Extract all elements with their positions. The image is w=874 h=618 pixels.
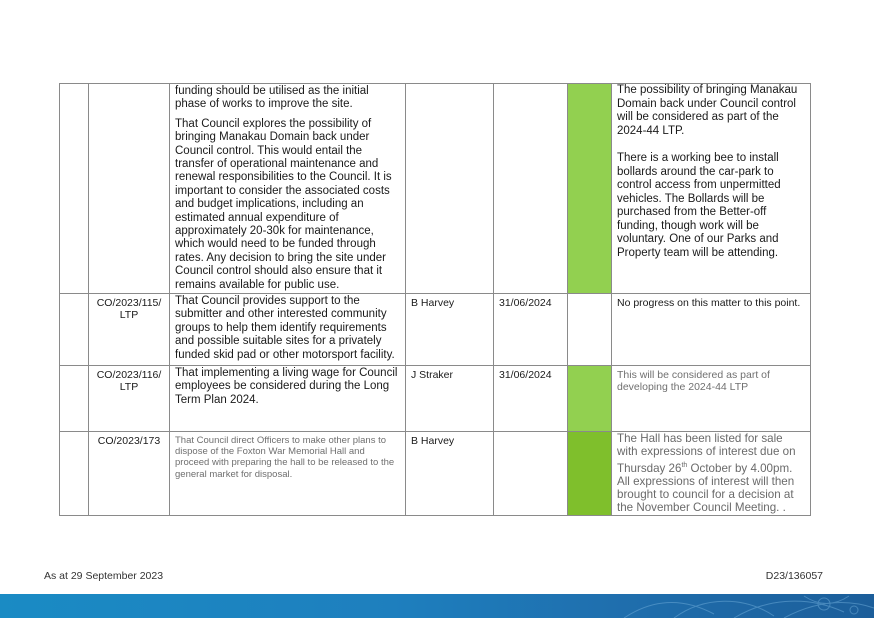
index-cell xyxy=(59,293,89,366)
index-cell xyxy=(59,431,89,516)
ref-cell: CO/2023/116/ LTP xyxy=(88,365,170,432)
table-row: CO/2023/116/ LTP That implementing a liv… xyxy=(59,365,811,432)
footer-band xyxy=(0,594,874,618)
ref-cell: CO/2023/173 xyxy=(88,431,170,516)
date-cell xyxy=(493,431,568,516)
action-text: That implementing a living wage for Coun… xyxy=(175,367,398,406)
action-cell: That implementing a living wage for Coun… xyxy=(169,365,406,432)
date-cell: 31/06/2024 xyxy=(493,293,568,366)
resolutions-table: funding should be utilised as the initia… xyxy=(59,83,811,516)
action-text: That Council provides support to the sub… xyxy=(175,295,395,361)
status-cell xyxy=(567,293,612,366)
result-text: The Hall has been listed for sale with e… xyxy=(617,432,805,515)
result-cell: The possibility of bringing Manakau Doma… xyxy=(611,83,811,294)
action-cell: funding should be utilised as the initia… xyxy=(169,83,406,294)
pattern-decoration xyxy=(623,595,874,618)
result-text-b: October by 4.00pm. All expressions of in… xyxy=(617,461,795,515)
owner-cell: J Straker xyxy=(405,365,494,432)
status-cell xyxy=(567,365,612,432)
action-text: That Council explores the possibility of… xyxy=(175,117,392,291)
table-row: CO/2023/115/ LTP That Council provides s… xyxy=(59,293,811,366)
owner-cell: B Harvey xyxy=(405,293,494,366)
date-cell: 31/06/2024 xyxy=(493,365,568,432)
index-cell xyxy=(59,365,89,432)
action-text: That Council direct Officers to make oth… xyxy=(175,435,395,480)
footer-date: As at 29 September 2023 xyxy=(44,570,164,582)
action-cell: That Council direct Officers to make oth… xyxy=(169,431,406,516)
owner-cell xyxy=(405,83,494,294)
result-text-a: The Hall has been listed for sale with e… xyxy=(617,432,796,475)
action-text: funding should be utilised as the initia… xyxy=(175,85,369,111)
result-text: No progress on this matter to this point… xyxy=(617,297,801,309)
result-cell: No progress on this matter to this point… xyxy=(611,293,811,366)
result-text: There is a working bee to install bollar… xyxy=(617,152,781,259)
action-cell: That Council provides support to the sub… xyxy=(169,293,406,366)
index-cell xyxy=(59,83,89,294)
footer-doc-id: D23/136057 xyxy=(765,570,823,582)
date-cell xyxy=(493,83,568,294)
result-cell: The Hall has been listed for sale with e… xyxy=(611,431,811,516)
result-text: This will be considered as part of devel… xyxy=(617,369,770,393)
result-text: The possibility of bringing Manakau Doma… xyxy=(617,84,798,137)
result-cell: This will be considered as part of devel… xyxy=(611,365,811,432)
owner-cell: B Harvey xyxy=(405,431,494,516)
ref-cell xyxy=(88,83,170,294)
table-row: CO/2023/173 That Council direct Officers… xyxy=(59,431,811,516)
status-cell xyxy=(567,431,612,516)
table-row: funding should be utilised as the initia… xyxy=(59,83,811,294)
ref-cell: CO/2023/115/ LTP xyxy=(88,293,170,366)
status-cell xyxy=(567,83,612,294)
ordinal-suffix: th xyxy=(681,461,688,469)
